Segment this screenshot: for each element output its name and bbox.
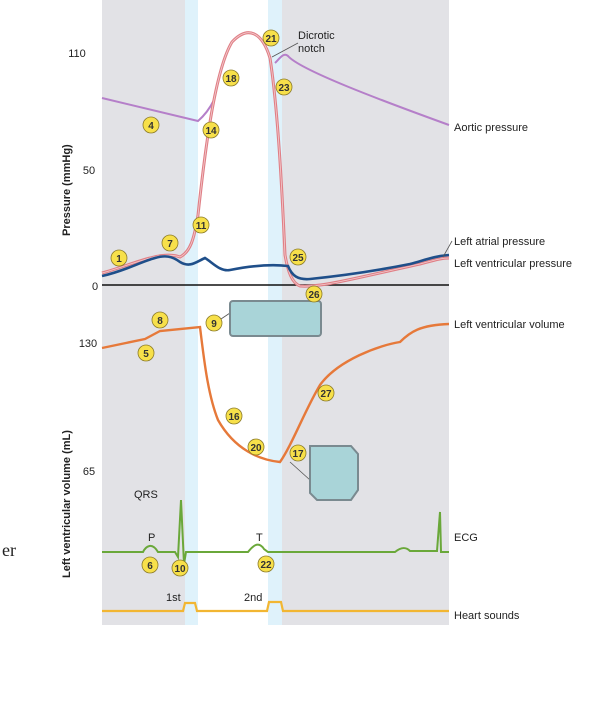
svg-text:4: 4 <box>148 121 154 132</box>
isovolumetric-contraction-band <box>185 0 198 625</box>
marker-21: 21 <box>262 29 280 47</box>
marker-6: 6 <box>141 556 159 574</box>
callout-box-9 <box>229 300 322 337</box>
svg-text:8: 8 <box>157 316 163 327</box>
marker-1: 1 <box>110 249 128 267</box>
left-ventricular-pressure-label: Left ventricular pressure <box>454 258 572 270</box>
volume-axis-title: Left ventricular volume (mL) <box>61 430 73 578</box>
pressure-axis-title: Pressure (mmHg) <box>61 144 73 236</box>
marker-18: 18 <box>222 69 240 87</box>
ecg-qrs-label: QRS <box>134 489 158 501</box>
svg-text:10: 10 <box>174 564 186 575</box>
marker-26: 26 <box>305 285 323 303</box>
svg-text:17: 17 <box>292 449 304 460</box>
svg-text:18: 18 <box>225 74 237 85</box>
volume-tick-130: 130 <box>79 338 97 350</box>
first-heart-sound-label: 1st <box>166 592 181 604</box>
marker-9: 9 <box>205 314 223 332</box>
marker-20: 20 <box>247 438 265 456</box>
svg-text:7: 7 <box>167 239 173 250</box>
ecg-trace <box>102 499 449 565</box>
heart-sounds-trace <box>102 600 449 613</box>
svg-text:9: 9 <box>211 319 217 330</box>
svg-text:16: 16 <box>228 412 240 423</box>
dicrotic-notch-label-line1: Dicrotic <box>298 30 335 42</box>
marker-7: 7 <box>161 234 179 252</box>
svg-text:26: 26 <box>308 290 320 301</box>
marker-4: 4 <box>142 116 160 134</box>
dicrotic-notch-leader <box>271 42 299 58</box>
marker-8: 8 <box>151 311 169 329</box>
stray-text: er <box>2 540 16 560</box>
ecg-t-label: T <box>256 532 263 544</box>
marker-25: 25 <box>289 248 307 266</box>
svg-text:27: 27 <box>320 389 332 400</box>
svg-text:25: 25 <box>292 253 304 264</box>
svg-text:20: 20 <box>250 443 262 454</box>
marker-22: 22 <box>257 555 275 573</box>
svg-text:1: 1 <box>116 254 122 265</box>
callout-17-leader <box>289 461 311 481</box>
left-ventricular-volume-curve <box>101 322 450 464</box>
heart-sounds-label: Heart sounds <box>454 610 520 622</box>
ecg-label: ECG <box>454 532 478 544</box>
marker-23: 23 <box>275 78 293 96</box>
marker-17: 17 <box>289 444 307 462</box>
callout-box-17 <box>309 445 359 501</box>
left-ventricular-volume-label: Left ventricular volume <box>454 319 565 331</box>
svg-text:5: 5 <box>143 349 149 360</box>
left-atrial-pressure-label: Left atrial pressure <box>454 236 545 248</box>
svg-text:11: 11 <box>196 221 207 232</box>
ecg-p-label: P <box>148 532 155 544</box>
marker-16: 16 <box>225 407 243 425</box>
svg-text:23: 23 <box>278 83 290 94</box>
volume-tick-65: 65 <box>83 466 95 478</box>
left-atrial-leader <box>442 240 453 258</box>
pressure-tick-50: 50 <box>83 165 95 177</box>
marker-5: 5 <box>137 344 155 362</box>
svg-text:21: 21 <box>265 34 277 45</box>
svg-text:14: 14 <box>205 126 217 137</box>
pressure-tick-110: 110 <box>68 48 86 60</box>
pressure-tick-0: 0 <box>92 281 98 293</box>
left-ventricular-pressure-highlight <box>101 32 450 287</box>
dicrotic-notch-label-line2: notch <box>298 43 325 55</box>
svg-text:22: 22 <box>260 560 272 571</box>
marker-27: 27 <box>317 384 335 402</box>
marker-11: 11 <box>192 216 210 234</box>
marker-10: 10 <box>171 559 189 577</box>
svg-text:6: 6 <box>147 561 153 572</box>
left-atrial-pressure-curve <box>101 253 450 281</box>
second-heart-sound-label: 2nd <box>244 592 262 604</box>
aortic-pressure-label: Aortic pressure <box>454 122 528 134</box>
marker-14: 14 <box>202 121 220 139</box>
